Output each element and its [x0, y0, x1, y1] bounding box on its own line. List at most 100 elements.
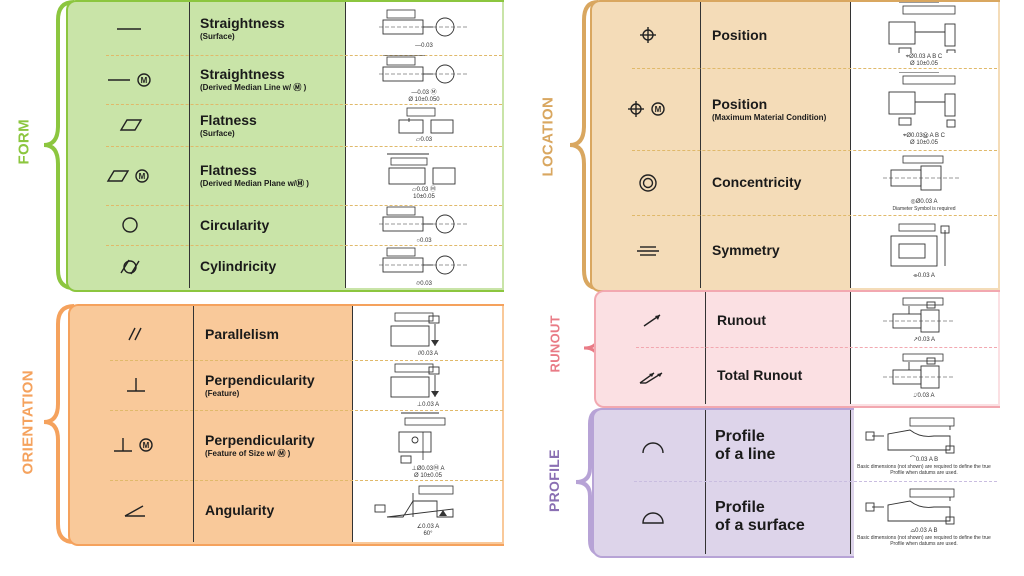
form-characteristic-name: Flatness(Derived Median Plane w/Ⓜ ): [200, 146, 344, 205]
row-divider: [632, 68, 997, 69]
svg-text:M: M: [141, 76, 148, 85]
characteristic-title: Position: [712, 26, 768, 43]
feature-control-frame-text: —0.03 Ⓜ: [411, 90, 437, 96]
feature-control-frame-text: ⌒0.03 A B: [909, 457, 939, 463]
feature-control-frame-text: ⌓0.03 A B: [910, 528, 938, 534]
profile-label: PROFILE: [546, 449, 562, 512]
characteristic-subtitle: (Surface): [200, 128, 235, 138]
characteristic-title: Cylindricity: [200, 258, 277, 274]
svg-text:M: M: [654, 105, 661, 114]
profile-line-icon: [600, 411, 705, 481]
orientation-characteristic-name: Angularity: [205, 480, 353, 540]
characteristic-title: Runout: [717, 311, 766, 328]
profile-surface-icon: [600, 481, 705, 553]
feature-control-frame-text: ↗0.03 A: [912, 337, 936, 343]
characteristic-title: Profile of a line: [715, 428, 776, 463]
dimension-text: Ø 10±0.050: [408, 97, 440, 103]
angularity-icon: [78, 480, 194, 540]
row-divider: [110, 480, 503, 481]
characteristic-title: Straightness: [200, 66, 285, 82]
location-characteristic-name: Position: [712, 2, 850, 68]
row-divider: [632, 150, 997, 151]
dimension-text: 60°: [423, 530, 433, 537]
profile-characteristic-name: Profile of a line: [715, 411, 851, 481]
location-bracket: [569, 0, 599, 290]
orientation-label: ORIENTATION: [19, 370, 37, 475]
runout-label: RUNOUT: [547, 315, 563, 373]
characteristic-title: Concentricity: [712, 174, 802, 190]
characteristic-subtitle: (Feature): [205, 388, 240, 398]
location-group: LOCATION: [530, 0, 1010, 292]
location-characteristic-name: Position(Maximum Material Condition): [712, 68, 850, 150]
circularity-icon: [72, 205, 188, 245]
form-callout-illustration: ⌭0.03: [346, 245, 502, 288]
svg-text:M: M: [139, 172, 146, 181]
runout-illustration-column: [850, 292, 998, 404]
form-callout-illustration: —0.03: [346, 2, 502, 55]
location-label: LOCATION: [539, 96, 557, 177]
row-divider: [106, 104, 502, 105]
dimension-text: Ø 10±0.05: [414, 473, 442, 479]
form-characteristic-name: Straightness(Derived Median Line w/ Ⓜ ): [200, 55, 344, 104]
characteristic-title: Total Runout: [717, 367, 803, 383]
characteristic-title: Perpendicularity: [205, 371, 315, 388]
orientation-callout-illustration: ⊥0.03 A: [353, 360, 503, 410]
profile-characteristic-name: Profile of a surface: [715, 481, 851, 553]
dimension-text: Ø 10±0.05: [910, 61, 938, 67]
characteristic-title: Flatness: [200, 162, 257, 178]
illustration-note: Basic dimensions (not shown) are require…: [857, 464, 991, 476]
orientation-characteristic-name: Perpendicularity(Feature of Size w/ Ⓜ ): [205, 410, 353, 480]
profile-bracket: [575, 408, 603, 556]
characteristic-subtitle: (Derived Median Plane w/Ⓜ ): [200, 179, 309, 188]
runout-callout-illustration: ↗0.03 A: [851, 293, 997, 347]
row-divider: [634, 481, 997, 482]
characteristic-title: Perpendicularity: [205, 431, 315, 448]
characteristic-title: Flatness: [200, 111, 257, 128]
characteristic-title: Circularity: [200, 216, 270, 233]
straightness-icon: [72, 2, 188, 55]
row-divider: [106, 55, 502, 56]
perpendicularity-mmc-icon: M: [78, 410, 194, 480]
location-illustration-column: [850, 2, 998, 288]
runout-icon: [600, 293, 705, 347]
characteristic-subtitle: (Feature of Size w/ Ⓜ ): [205, 448, 291, 458]
feature-control-frame-text: ⊥Ø0.03Ⓜ A: [411, 466, 445, 472]
runout-characteristic-name: Total Runout: [717, 347, 851, 404]
characteristic-title: Straightness: [200, 15, 285, 31]
profile-group: PROFILE: [530, 408, 1010, 558]
orientation-characteristic-name: Perpendicularity(Feature): [205, 360, 353, 410]
feature-control-frame-text: ◎Ø0.03 A: [910, 198, 938, 205]
position-mmc-icon: M: [595, 68, 700, 150]
feature-control-frame-text: ▱0.03 Ⓜ: [412, 187, 436, 193]
concentricity-icon: [595, 150, 700, 215]
form-callout-illustration: ○0.03: [346, 205, 502, 245]
characteristic-title: Symmetry: [712, 242, 780, 258]
illustration-note: Basic dimensions (not shown) are require…: [857, 535, 991, 547]
characteristic-title: Position: [712, 95, 768, 112]
parallelism-icon: [78, 308, 194, 360]
feature-control-frame-text: —0.03: [415, 42, 433, 49]
form-illustration-column: [345, 2, 502, 288]
feature-control-frame-text: ○0.03: [416, 238, 432, 244]
form-bracket: [43, 0, 75, 290]
row-divider: [106, 146, 502, 147]
form-characteristic-name: Cylindricity: [200, 245, 344, 288]
location-characteristic-name: Concentricity: [712, 150, 850, 215]
row-divider: [636, 347, 997, 348]
form-characteristic-name: Circularity: [200, 205, 344, 245]
illustration-note: Diameter Symbol is required: [892, 205, 956, 212]
row-divider: [110, 410, 503, 411]
feature-control-frame-text: ⌯0.03 A: [913, 272, 935, 279]
form-characteristic-name: Straightness(Surface): [200, 2, 344, 55]
orientation-bracket: [43, 304, 75, 544]
form-callout-illustration: ▱0.03: [346, 104, 502, 146]
characteristic-subtitle: (Derived Median Line w/ Ⓜ ): [200, 83, 307, 92]
